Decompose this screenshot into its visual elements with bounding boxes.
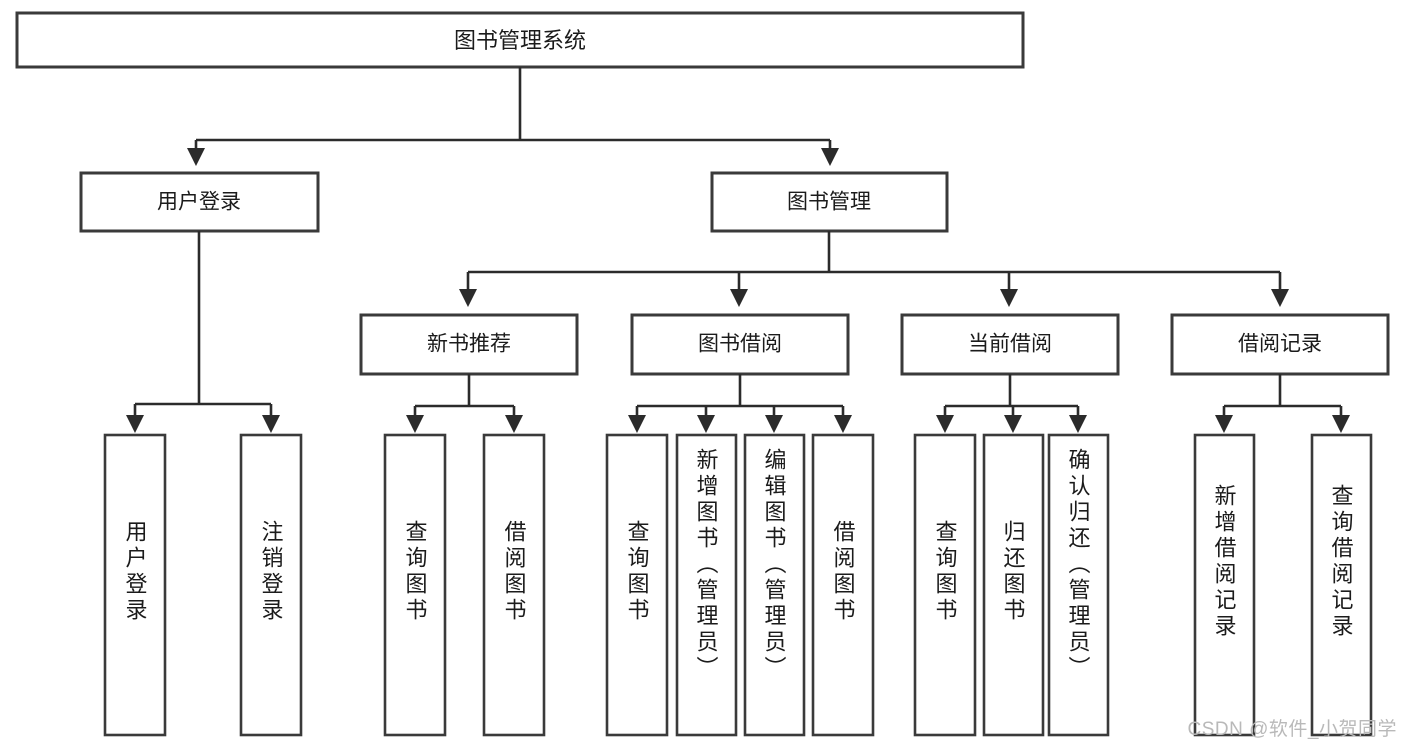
node-root-box[interactable] [15,11,1025,69]
node-current-borrow-label: 当前借阅 [968,333,1052,356]
leaf-box-query-book-1[interactable] [383,433,447,737]
node-root[interactable]: 图书管理系统 [15,11,1025,69]
node-user-login[interactable]: 用户登录 [79,171,320,233]
node-new-book-recommend[interactable]: 新书推荐 [359,313,579,376]
leaf-box-add-record[interactable] [1193,433,1256,737]
node-borrow-record[interactable]: 借阅记录 [1170,313,1390,376]
node-current-borrow[interactable]: 当前借阅 [900,313,1120,376]
watermark-text: CSDN @软件_小贺同学 [1187,719,1397,740]
leaf-box-borrow-book-2[interactable] [811,433,875,737]
node-borrow-record-label: 借阅记录 [1238,333,1322,356]
node-book-borrow-label: 图书借阅 [698,333,782,356]
node-user-login-label: 用户登录 [157,191,241,214]
node-book-manage-label: 图书管理 [787,191,871,214]
leaf-box-return-book[interactable] [982,433,1045,737]
node-book-manage[interactable]: 图书管理 [710,171,949,233]
node-new-book-recommend-box[interactable] [359,313,579,376]
leaf-box-query-book-2[interactable] [605,433,669,737]
node-book-borrow-box[interactable] [630,313,850,376]
node-current-borrow-box[interactable] [900,313,1120,376]
leaf-box-query-record[interactable] [1310,433,1373,737]
leaf-box-edit-book[interactable] [743,433,806,737]
leaf-box-user-login[interactable] [103,433,167,737]
leaf-box-user-logout[interactable] [239,433,303,737]
leaf-box-query-book-3[interactable] [913,433,977,737]
node-borrow-record-box[interactable] [1170,313,1390,376]
node-new-book-recommend-label: 新书推荐 [427,333,511,356]
node-root-label: 图书管理系统 [454,28,586,53]
leaf-box-borrow-book-1[interactable] [482,433,546,737]
node-book-borrow[interactable]: 图书借阅 [630,313,850,376]
node-book-manage-box[interactable] [710,171,949,233]
leaf-box-confirm-return[interactable] [1047,433,1110,737]
leaf-box-add-book[interactable] [675,433,738,737]
